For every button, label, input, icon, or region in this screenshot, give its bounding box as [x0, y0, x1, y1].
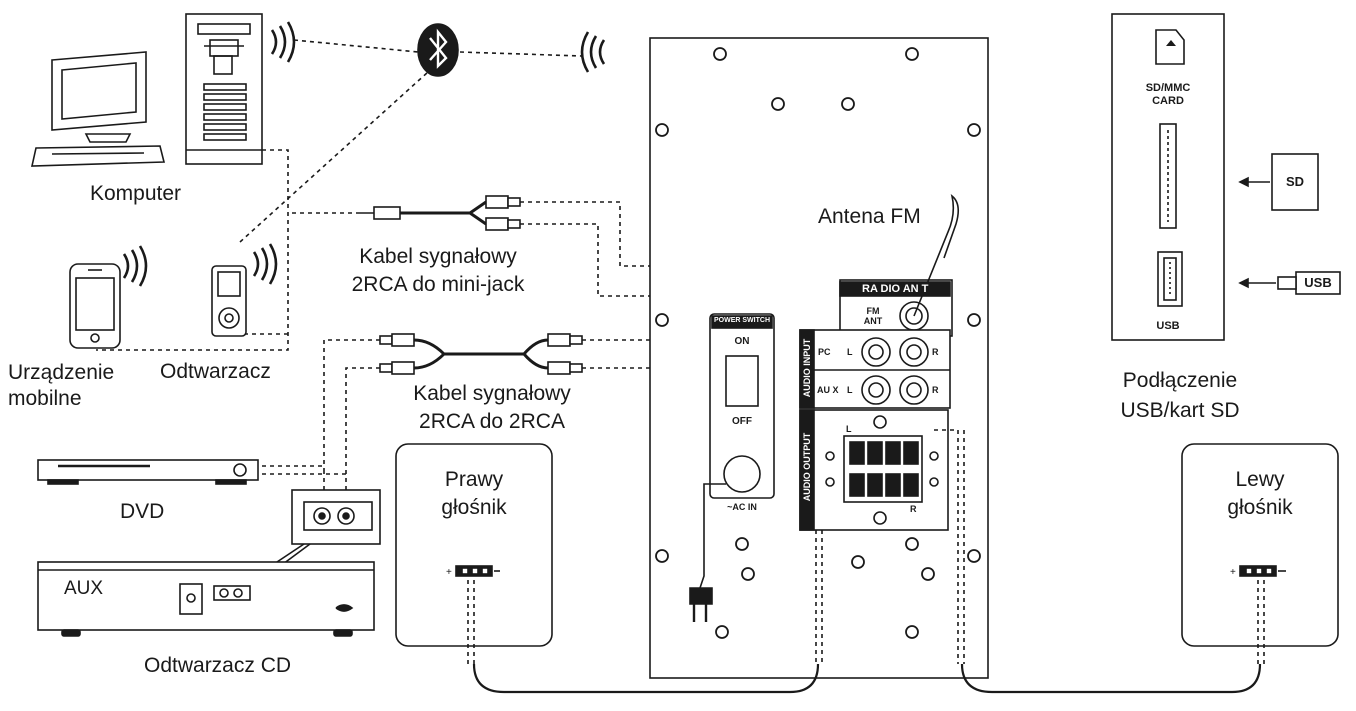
bluetooth-icon	[417, 23, 459, 77]
fm-antenna-label: Antena FM	[818, 205, 921, 228]
pc-tower-icon	[185, 13, 263, 165]
subwoofer-rear-panel	[649, 37, 989, 679]
aux-input-label: AU X	[817, 385, 839, 395]
svg-text:+: +	[446, 567, 452, 578]
cd-player-icon	[37, 561, 375, 637]
pc-right-label: R	[932, 347, 939, 357]
power-off-label: OFF	[732, 416, 752, 427]
usb-plug-icon	[1238, 271, 1341, 295]
output-left-label: L	[846, 424, 852, 434]
radio-ant-block	[839, 279, 953, 337]
mobile-device-label: Urządzenie mobilne	[8, 361, 115, 410]
dvd-player-icon	[37, 459, 259, 485]
computer-label: Komputer	[90, 182, 182, 205]
right-speaker-label: Prawy głośnik	[441, 468, 507, 519]
power-switch-module	[709, 313, 775, 499]
left-speaker-box: +	[1181, 443, 1339, 647]
audio-output-label: AUDIO OUTPUT	[802, 432, 812, 502]
sd-plug-label: SD	[1285, 174, 1305, 189]
usb-port-label: USB	[1156, 320, 1180, 332]
mini-jack-icon	[356, 200, 487, 226]
audio-input-label: AUDIO INPUT	[802, 338, 812, 398]
cd-player-label: Odtwarzacz CD	[144, 654, 292, 677]
aux-left-label: L	[847, 385, 853, 395]
speaker-wire-routes	[467, 429, 1265, 694]
output-right-label: R	[910, 504, 917, 514]
wireless-signal-icon	[122, 21, 606, 287]
wireless-links	[96, 39, 583, 351]
mp3-player-icon	[211, 265, 247, 337]
audio-input-block	[799, 329, 951, 409]
usb-sd-connection-label: Podłączenie USB/kart SD	[1120, 369, 1240, 422]
sd-card-icon	[1155, 29, 1185, 65]
dvd-link	[262, 465, 346, 475]
power-on-label: ON	[734, 336, 750, 347]
cable-2rca-label: Kabel sygnałowy 2RCA do 2RCA	[413, 382, 571, 433]
dvd-label: DVD	[120, 500, 165, 523]
fm-ant-label: FM ANT	[863, 306, 883, 326]
sd-card-slot	[1159, 123, 1177, 229]
player-label: Odtwarzacz	[160, 360, 271, 383]
sd-plug-icon	[1238, 153, 1319, 211]
computer-icon	[30, 51, 166, 167]
right-speaker-box: +	[395, 443, 553, 647]
power-switch-label: POWER SWITCH	[714, 317, 770, 324]
svg-text:+: +	[1230, 567, 1236, 578]
ac-in-label: ~AC IN	[727, 502, 757, 512]
card-reader-panel	[1111, 13, 1225, 341]
smartphone-icon	[69, 263, 121, 349]
panel-screws	[655, 47, 981, 639]
audio-output-block	[799, 409, 949, 531]
aux-right-label: R	[932, 385, 939, 395]
usb-port-icon	[1157, 251, 1183, 307]
aux-label: AUX	[64, 578, 104, 599]
cable-minijack-label: Kabel sygnałowy 2RCA do mini-jack	[351, 245, 525, 296]
usb-plug-label: USB	[1304, 275, 1332, 290]
rca-cable-icon	[379, 333, 583, 375]
sd-mmc-card-label: SD/MMC CARD	[1145, 82, 1191, 107]
pc-left-label: L	[847, 347, 853, 357]
rca-plug-icon	[485, 195, 521, 231]
power-plug-icon	[689, 483, 726, 622]
radio-ant-label: RA DIO AN T	[862, 283, 929, 295]
left-speaker-label: Lewy głośnik	[1227, 468, 1293, 519]
pc-input-label: PC	[818, 347, 831, 357]
fm-antenna-wire	[913, 193, 960, 317]
